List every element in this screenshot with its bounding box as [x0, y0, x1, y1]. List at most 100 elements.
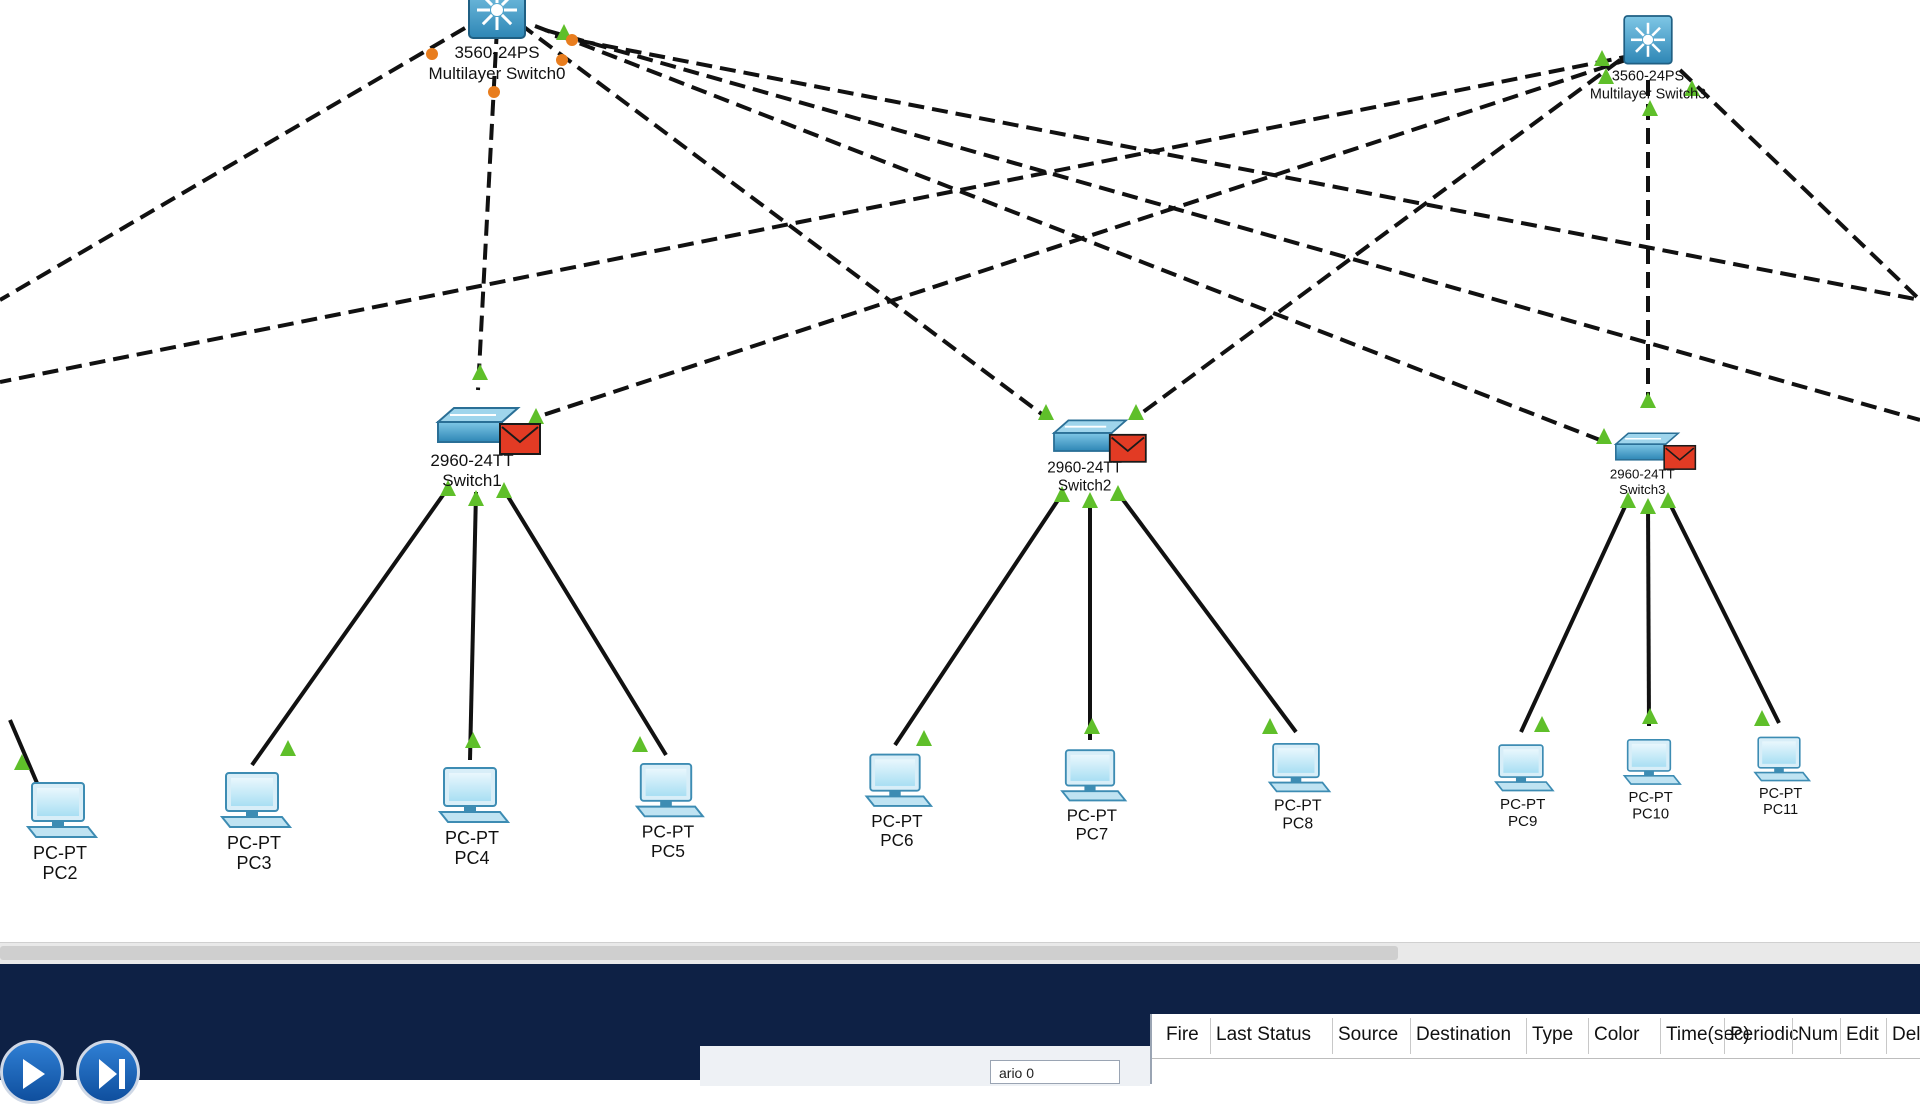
port-up-indicator: [1620, 492, 1636, 508]
device-name-label: PC8: [1282, 815, 1313, 832]
step-forward-icon: [99, 1059, 125, 1089]
device-model-label: PC-PT: [1500, 796, 1545, 813]
pdu-column-dele[interactable]: Dele: [1892, 1024, 1920, 1045]
port-up-indicator: [1110, 485, 1126, 501]
port-up-indicator: [1082, 492, 1098, 508]
pdu-column-type[interactable]: Type: [1532, 1024, 1574, 1045]
device-name-label: PC11: [1763, 802, 1798, 818]
multilayer-switch-msw0[interactable]: 3560-24PS Multilayer Switch0: [429, 0, 566, 83]
port-up-indicator: [1594, 50, 1610, 66]
device-model-label: PC-PT: [1629, 790, 1673, 806]
uplink-dashed-5: [554, 34, 1920, 302]
pdu-column-fire[interactable]: Fire: [1166, 1024, 1199, 1045]
device-name-label: PC7: [1076, 825, 1109, 844]
port-up-indicator: [465, 732, 481, 748]
device-name-label: Multilayer Switch0: [429, 64, 566, 83]
device-model-label: 2960-24TT: [430, 451, 513, 470]
access-link-2: [468, 491, 478, 761]
column-separator[interactable]: [1724, 1018, 1725, 1054]
pdu-column-edit[interactable]: Edit: [1846, 1024, 1879, 1045]
uplink-dashed-0: [0, 26, 467, 302]
port-up-indicator: [1128, 404, 1144, 420]
column-separator[interactable]: [1410, 1018, 1411, 1054]
uplink-dashed-7: [533, 56, 1633, 420]
port-up-indicator: [440, 480, 456, 496]
device-model-label: PC-PT: [1067, 806, 1117, 825]
access-link-8: [1646, 502, 1651, 727]
column-separator[interactable]: [1210, 1018, 1211, 1054]
pdu-envelope-icon[interactable]: [1108, 433, 1147, 463]
pdu-column-destination[interactable]: Destination: [1416, 1024, 1512, 1045]
uplink-dashed-10: [1678, 68, 1920, 302]
device-model-label: 2960-24TT: [1610, 467, 1675, 482]
port-up-indicator: [468, 490, 484, 506]
port-up-indicator: [280, 740, 296, 756]
pdu-column-color[interactable]: Color: [1594, 1024, 1640, 1045]
uplink-dashed-6: [0, 53, 1636, 384]
port-up-indicator: [1596, 428, 1612, 444]
pdu-list-window: Fire Last Status Source Destination Type Colo…: [1150, 1014, 1920, 1084]
uplink-dashed-3: [534, 24, 1601, 442]
pdu-column-source[interactable]: Source: [1338, 1024, 1399, 1045]
device-name-label: PC10: [1632, 806, 1669, 822]
pdu-column-periodic[interactable]: Periodic: [1730, 1024, 1799, 1045]
step-forward-button[interactable]: [76, 1040, 140, 1104]
pdu-envelope-icon[interactable]: [1663, 444, 1697, 470]
device-name-label: PC2: [42, 863, 77, 883]
port-up-indicator: [1640, 392, 1656, 408]
access-link-4: [893, 492, 1064, 747]
device-name-label: PC6: [880, 831, 913, 850]
device-name-label: Switch3: [1619, 482, 1665, 497]
device-name-label: PC3: [236, 853, 271, 873]
port-up-indicator: [1598, 68, 1614, 84]
uplink-dashed-4: [544, 28, 1920, 422]
port-up-indicator: [1084, 718, 1100, 734]
column-separator[interactable]: [1660, 1018, 1661, 1054]
column-separator[interactable]: [1332, 1018, 1333, 1054]
port-amber-indicator: [426, 48, 438, 60]
column-separator[interactable]: [1886, 1018, 1887, 1054]
device-name-label: Switch2: [1058, 478, 1112, 495]
column-separator[interactable]: [1526, 1018, 1527, 1054]
column-separator[interactable]: [1840, 1018, 1841, 1054]
port-up-indicator: [1534, 716, 1550, 732]
scrollbar-thumb[interactable]: [0, 946, 1398, 960]
column-separator[interactable]: [1588, 1018, 1589, 1054]
access-link-3: [502, 488, 668, 757]
device-model-label: 2960-24TT: [1047, 460, 1122, 477]
device-model-label: PC-PT: [1759, 786, 1802, 802]
port-up-indicator: [1684, 80, 1700, 96]
device-model-label: 3560-24PS: [454, 43, 539, 62]
device-model-label: PC-PT: [33, 843, 87, 863]
play-button[interactable]: [0, 1040, 64, 1104]
pdu-column-time-sec[interactable]: Time(sec): [1666, 1024, 1750, 1045]
pdu-column-num[interactable]: Num: [1798, 1024, 1839, 1045]
access-link-1: [250, 486, 450, 767]
scenario-select[interactable]: ario 0: [990, 1060, 1120, 1084]
port-up-indicator: [1262, 718, 1278, 734]
logical-workspace[interactable]: 3560-24PS Multilayer Switch0 3560-24PSMult…: [0, 0, 1920, 1080]
pdu-column-last-status[interactable]: Last Status: [1216, 1024, 1312, 1045]
device-model-label: PC-PT: [642, 822, 695, 842]
column-separator[interactable]: [1792, 1018, 1793, 1054]
device-name-label: Multilayer Switch3: [1590, 86, 1706, 102]
port-up-indicator: [1754, 710, 1770, 726]
port-up-indicator: [1642, 708, 1658, 724]
pdu-envelope-icon[interactable]: [499, 423, 541, 455]
port-up-indicator: [472, 364, 488, 380]
uplink-dashed-8: [1133, 58, 1622, 420]
